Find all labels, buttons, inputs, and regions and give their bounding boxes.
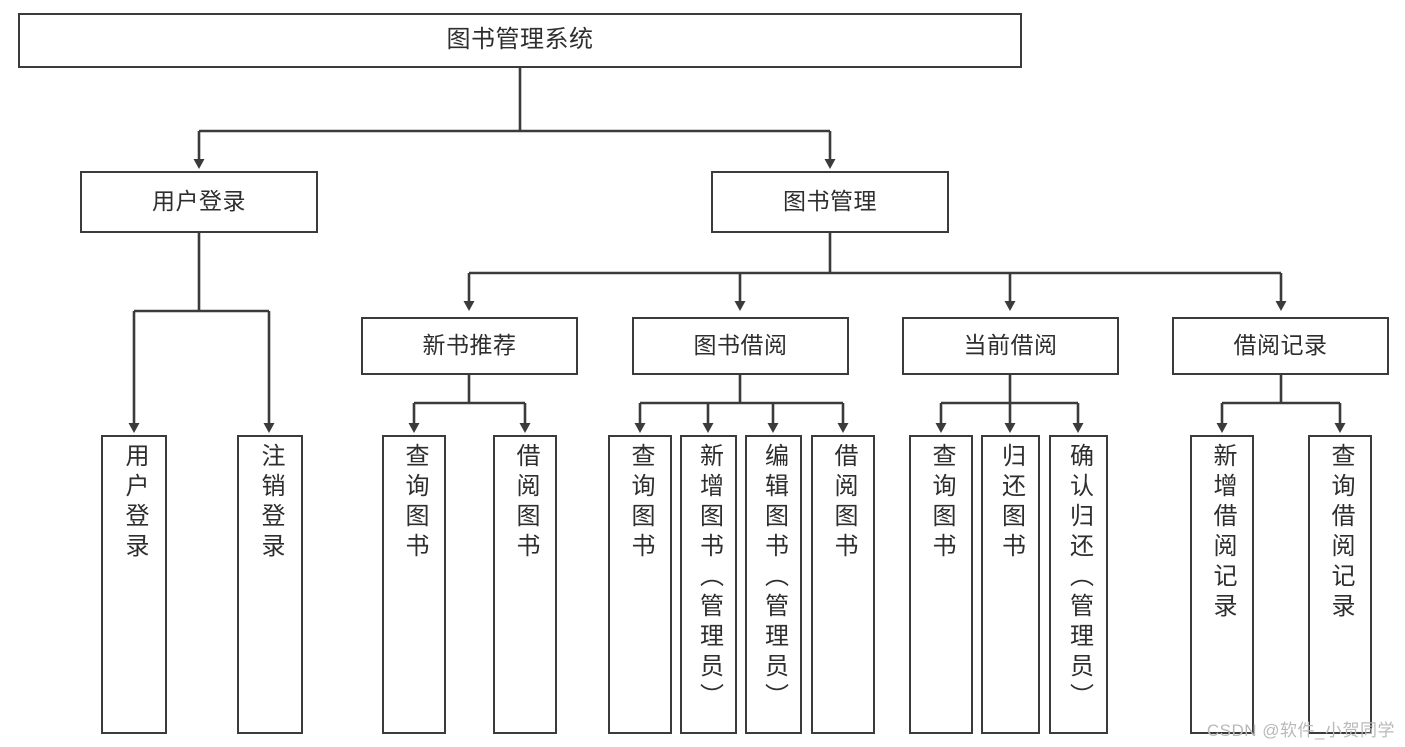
node-root-label: 图书管理系统: [446, 26, 594, 54]
leaf-borrow-book-1[interactable]: 借阅图书: [493, 435, 557, 734]
leaf-add-book[interactable]: 新增图书（管理员）: [680, 435, 737, 734]
leaf-add-record[interactable]: 新增借阅记录: [1190, 435, 1254, 734]
leaf-borrow-book-2-label: 借阅图书: [830, 443, 857, 563]
node-user-login-label: 用户登录: [152, 188, 246, 215]
node-book-borrow[interactable]: 图书借阅: [632, 317, 849, 375]
leaf-query-book-3[interactable]: 查询图书: [909, 435, 973, 734]
leaf-logout-label: 注销登录: [257, 443, 284, 563]
leaf-query-record[interactable]: 查询借阅记录: [1308, 435, 1372, 734]
leaf-add-book-label: 新增图书（管理员）: [695, 443, 723, 713]
leaf-borrow-book-1-label: 借阅图书: [512, 443, 539, 563]
node-current-borrow[interactable]: 当前借阅: [902, 317, 1119, 375]
leaf-borrow-book-2[interactable]: 借阅图书: [811, 435, 875, 734]
leaf-query-book-1-label: 查询图书: [401, 443, 428, 563]
csdn-watermark: CSDN @软件_小贺同学: [1206, 721, 1395, 740]
leaf-user-login[interactable]: 用户登录: [101, 435, 167, 734]
leaf-add-record-label: 新增借阅记录: [1209, 443, 1236, 623]
leaf-query-book-2[interactable]: 查询图书: [608, 435, 672, 734]
node-book-manage-label: 图书管理: [783, 188, 877, 215]
node-user-login[interactable]: 用户登录: [80, 171, 318, 233]
leaf-logout[interactable]: 注销登录: [237, 435, 303, 734]
node-new-book-rec[interactable]: 新书推荐: [361, 317, 578, 375]
leaf-return-book[interactable]: 归还图书: [981, 435, 1040, 734]
node-current-borrow-label: 当前借阅: [963, 332, 1058, 359]
leaf-query-book-1[interactable]: 查询图书: [382, 435, 446, 734]
node-borrow-record-label: 借阅记录: [1233, 332, 1328, 359]
node-root[interactable]: 图书管理系统: [18, 13, 1022, 68]
leaf-return-book-label: 归还图书: [997, 443, 1025, 563]
node-new-book-rec-label: 新书推荐: [422, 332, 517, 359]
leaf-query-book-2-label: 查询图书: [627, 443, 654, 563]
leaf-edit-book-label: 编辑图书（管理员）: [760, 443, 788, 713]
leaf-query-book-3-label: 查询图书: [928, 443, 955, 563]
leaf-confirm-return[interactable]: 确认归还（管理员）: [1049, 435, 1108, 734]
node-book-borrow-label: 图书借阅: [693, 332, 788, 359]
leaf-user-login-label: 用户登录: [121, 443, 148, 563]
leaf-query-record-label: 查询借阅记录: [1327, 443, 1354, 623]
node-book-manage[interactable]: 图书管理: [711, 171, 949, 233]
node-borrow-record[interactable]: 借阅记录: [1172, 317, 1389, 375]
leaf-edit-book[interactable]: 编辑图书（管理员）: [745, 435, 802, 734]
leaf-confirm-return-label: 确认归还（管理员）: [1065, 443, 1093, 713]
